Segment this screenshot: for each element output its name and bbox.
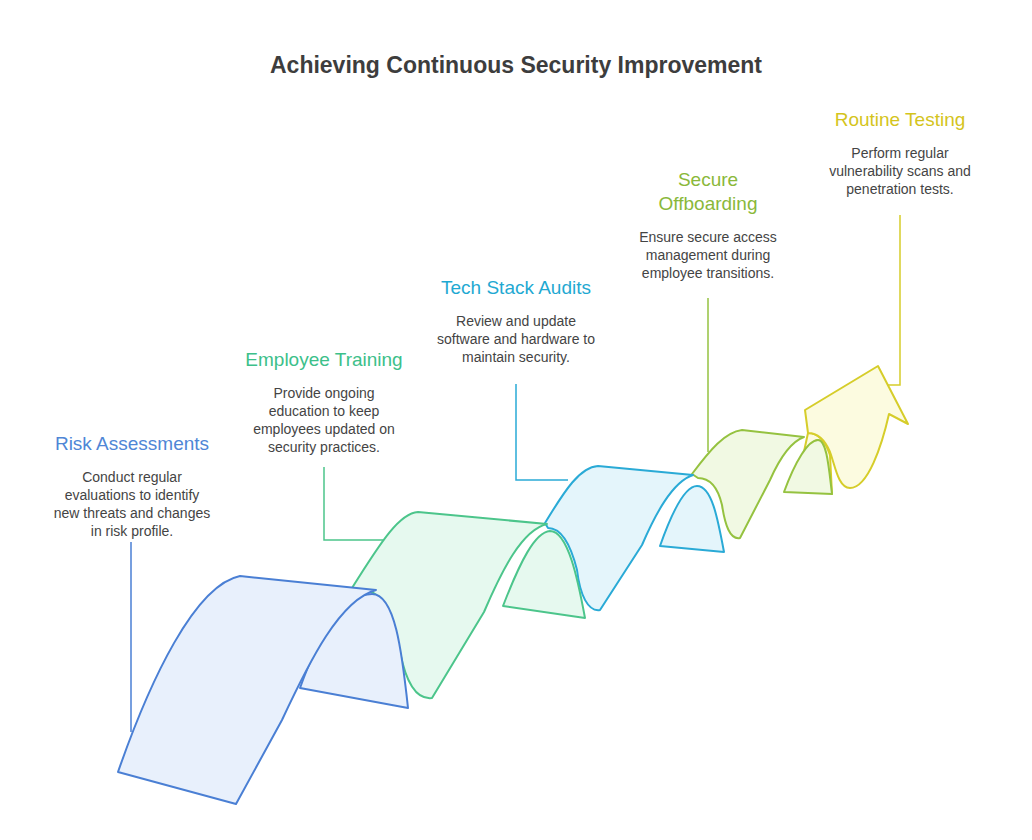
diagram-title: Achieving Continuous Security Improvemen…	[0, 52, 1032, 79]
leader-line	[707, 298, 709, 452]
step-description: Ensure secure access management during e…	[628, 228, 788, 282]
step-block: Risk AssessmentsConduct regular evaluati…	[47, 432, 217, 540]
ribbon-fold	[784, 440, 832, 494]
step-block: Routine TestingPerform regular vulnerabi…	[810, 108, 990, 198]
ribbon-step	[118, 576, 376, 804]
step-heading: Risk Assessments	[47, 432, 217, 456]
step-heading: Tech Stack Audits	[426, 276, 606, 300]
step-heading: Employee Training	[234, 348, 414, 372]
step-description: Perform regular vulnerability scans and …	[820, 144, 980, 198]
step-block: Secure OffboardingEnsure secure access m…	[618, 168, 798, 282]
leader-line	[130, 542, 132, 732]
step-block: Tech Stack AuditsReview and update softw…	[426, 276, 606, 366]
leader-line	[324, 467, 386, 540]
step-description: Review and update software and hardware …	[436, 312, 596, 366]
leader-line	[882, 215, 900, 385]
step-description: Provide ongoing education to keep employ…	[244, 384, 404, 456]
leader-line	[516, 384, 568, 480]
step-description: Conduct regular evaluations to identify …	[52, 468, 212, 540]
ribbon-fold	[660, 486, 724, 552]
step-heading: Secure Offboarding	[648, 168, 768, 216]
step-heading: Routine Testing	[810, 108, 990, 132]
step-block: Employee TrainingProvide ongoing educati…	[234, 348, 414, 456]
